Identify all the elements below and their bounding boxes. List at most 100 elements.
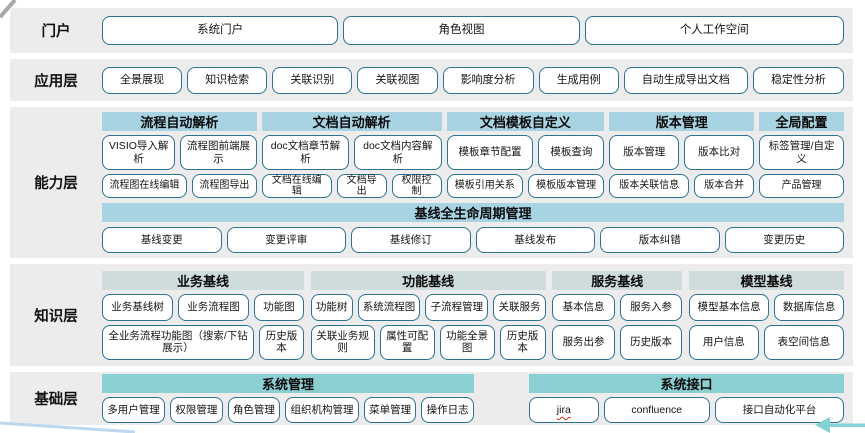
group-header: 业务基线	[102, 270, 304, 290]
button-row: 全景展现知识检索关联识别关联视图影响度分析生成用例自动生成导出文档稳定性分析	[102, 66, 844, 94]
node-button[interactable]: 业务流程图	[178, 293, 249, 321]
node-button[interactable]: 版本管理	[609, 135, 680, 170]
node-button[interactable]: 服务出参	[552, 324, 615, 360]
node-button[interactable]: 版本比对	[684, 135, 755, 170]
group-cap-groups-3: 版本管理版本管理版本比对版本关联信息版本合并	[609, 112, 755, 198]
layer-band-application: 应用层 全景展现知识检索关联识别关联视图影响度分析生成用例自动生成导出文档稳定性…	[10, 59, 853, 101]
node-button[interactable]: 版本合并	[694, 174, 755, 198]
node-button[interactable]: 流程图导出	[191, 174, 257, 198]
node-button[interactable]: 标签管理/自定义	[759, 135, 844, 170]
node-button[interactable]: 关联业务规则	[310, 324, 375, 360]
node-button[interactable]: 变更历史	[724, 227, 844, 253]
node-button[interactable]: 模板查询	[538, 135, 605, 170]
node-button[interactable]: 知识检索	[187, 66, 268, 94]
node-button[interactable]: 个人工作空间	[584, 16, 844, 45]
button-row: 系统门户角色视图个人工作空间	[102, 16, 844, 45]
node-button[interactable]: 影响度分析	[442, 66, 534, 94]
node-button[interactable]: 接口自动化平台	[714, 397, 844, 423]
layer-band-portal: 门户 系统门户角色视图个人工作空间	[10, 8, 853, 53]
button-row: 模型基本信息数据库信息	[688, 293, 844, 321]
node-button[interactable]: 功能全景图	[439, 324, 495, 360]
button-row: 功能树系统流程图子流程管理关联服务	[310, 293, 546, 321]
node-button[interactable]: 操作日志	[421, 397, 474, 423]
node-button[interactable]: 文档导出	[336, 174, 387, 198]
portal-content: 系统门户角色视图个人工作空间	[102, 8, 853, 53]
node-button[interactable]: 历史版本	[259, 324, 304, 360]
node-button[interactable]: 生成用例	[538, 66, 619, 94]
node-button[interactable]: VISIO导入解析	[102, 135, 176, 170]
node-button[interactable]: 产品管理	[759, 174, 844, 198]
node-button[interactable]: 系统流程图	[357, 293, 421, 321]
node-button[interactable]: 表空间信息	[763, 324, 844, 360]
button-row: 流程图在线编辑流程图导出	[102, 174, 257, 198]
button-row: 产品管理	[759, 174, 844, 198]
node-button[interactable]: 历史版本	[619, 324, 683, 360]
node-button[interactable]: confluence	[603, 397, 710, 423]
node-button[interactable]: 功能树	[310, 293, 353, 321]
knowledge-groups: 业务基线业务基线树业务流程图功能图全业务流程功能图（搜索/下钻展示）历史版本功能…	[102, 270, 844, 360]
node-button[interactable]: 功能图	[254, 293, 304, 321]
node-button[interactable]: doc文档章节解析	[261, 135, 350, 170]
node-button[interactable]: 全业务流程功能图（搜索/下钻展示）	[102, 324, 255, 360]
node-button[interactable]: 数据库信息	[774, 293, 844, 321]
node-button[interactable]: 关联识别	[272, 66, 353, 94]
node-button[interactable]: 角色视图	[343, 16, 580, 45]
node-button[interactable]: 权限管理	[170, 397, 223, 423]
layer-band-knowledge: 知识层 业务基线业务基线树业务流程图功能图全业务流程功能图（搜索/下钻展示）历史…	[10, 264, 853, 366]
node-button[interactable]: 文档在线编辑	[261, 174, 332, 198]
node-button[interactable]: 模型基本信息	[688, 293, 770, 321]
node-button[interactable]: 模板章节配置	[446, 135, 534, 170]
button-row: 文档在线编辑文档导出权限控制	[261, 174, 442, 198]
node-button[interactable]: 多用户管理	[102, 397, 166, 423]
button-row: 多用户管理权限管理角色管理组织机构管理菜单管理操作日志	[102, 397, 474, 423]
button-row: 关联业务规则属性可配置功能全景图历史版本	[310, 324, 546, 360]
button-row: 模板引用关系模板版本管理	[446, 174, 605, 198]
group-header: 全局配置	[759, 112, 844, 131]
node-button[interactable]: 基本信息	[552, 293, 615, 321]
group-header: 系统管理	[102, 374, 474, 393]
node-button[interactable]: 基线发布	[475, 227, 595, 253]
node-button[interactable]: 子流程管理	[425, 293, 489, 321]
node-button[interactable]: jira	[529, 397, 599, 423]
node-button[interactable]: 菜单管理	[363, 397, 417, 423]
group-header: 功能基线	[310, 270, 546, 290]
node-button[interactable]: 权限控制	[391, 174, 442, 198]
node-button[interactable]: 稳定性分析	[752, 66, 844, 94]
node-button[interactable]: 变更评审	[226, 227, 346, 253]
layer-label-knowledge: 知识层	[34, 308, 78, 325]
layer-label-portal: 门户	[41, 24, 71, 40]
node-button[interactable]: 版本纠错	[600, 227, 720, 253]
node-button[interactable]: 属性可配置	[379, 324, 435, 360]
node-button[interactable]: 关联视图	[357, 66, 438, 94]
node-button[interactable]: 用户信息	[688, 324, 759, 360]
node-button[interactable]: 系统门户	[102, 16, 339, 45]
node-button[interactable]: 流程图前端展示	[180, 135, 257, 170]
node-button[interactable]: doc文档内容解析	[354, 135, 442, 170]
node-button[interactable]: 全景展现	[102, 66, 183, 94]
arrow-left-icon	[815, 417, 865, 433]
button-row: 用户信息表空间信息	[688, 324, 844, 360]
group-kn-groups-2: 服务基线基本信息服务入参服务出参历史版本	[552, 270, 683, 360]
node-button[interactable]: 历史版本	[499, 324, 546, 360]
node-button[interactable]: 组织机构管理	[285, 397, 359, 423]
group-header: 流程自动解析	[102, 112, 257, 131]
node-button[interactable]: 服务入参	[619, 293, 683, 321]
node-button[interactable]: 模板引用关系	[446, 174, 523, 198]
node-button[interactable]: 版本关联信息	[609, 174, 690, 198]
knowledge-content: 业务基线业务基线树业务流程图功能图全业务流程功能图（搜索/下钻展示）历史版本功能…	[102, 264, 853, 366]
button-row: 版本关联信息版本合并	[609, 174, 755, 198]
node-button[interactable]: 关联服务	[493, 293, 546, 321]
node-button[interactable]: 流程图在线编辑	[102, 174, 187, 198]
node-button[interactable]: 角色管理	[227, 397, 281, 423]
node-button[interactable]: 模板版本管理	[527, 174, 605, 198]
node-button[interactable]: 业务基线树	[102, 293, 173, 321]
node-button[interactable]: 基线修订	[351, 227, 471, 253]
node-button[interactable]: 基线变更	[102, 227, 222, 253]
node-button[interactable]: 自动生成导出文档	[623, 66, 748, 94]
group-header: 服务基线	[552, 270, 683, 290]
